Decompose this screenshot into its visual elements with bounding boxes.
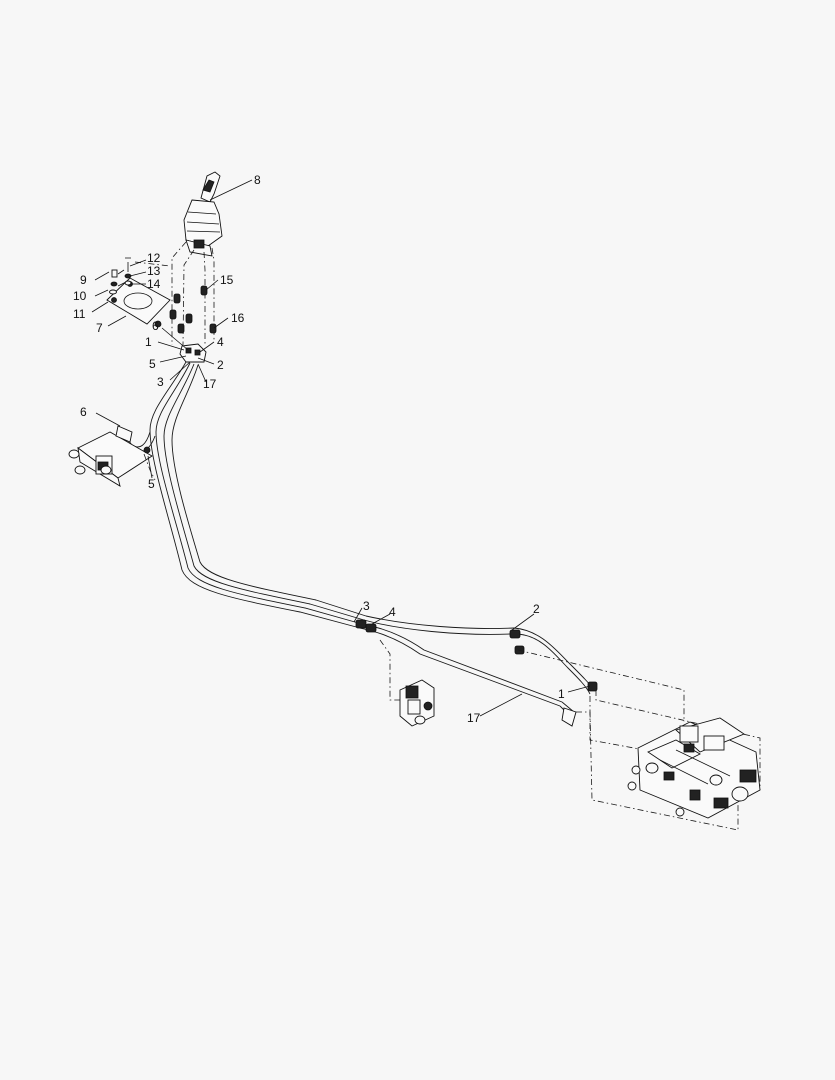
fastener-stack: [109, 257, 132, 295]
leader-lines: [91, 179, 591, 717]
callout-7: 7: [96, 321, 103, 335]
callout-10: 10: [73, 289, 87, 303]
callout-1-right: 1: [558, 687, 565, 701]
callout-13: 13: [147, 264, 161, 278]
callout-4-top: 4: [217, 335, 224, 349]
solenoid-valve-block: [379, 639, 435, 727]
callout-3-top: 3: [157, 375, 164, 389]
fittings-column: [169, 285, 217, 334]
callout-9: 9: [80, 273, 87, 287]
mid-fittings: [355, 619, 598, 727]
mounting-plate: [106, 277, 171, 328]
callout-17-bottom: 17: [467, 711, 481, 725]
callout-17-top: 17: [203, 377, 217, 391]
callout-4-mid: 4: [389, 605, 396, 619]
callout-15: 15: [220, 273, 234, 287]
callout-1-top: 1: [145, 335, 152, 349]
callout-6-top: 6: [152, 319, 159, 333]
left-control-valve: [68, 425, 156, 487]
callout-16: 16: [231, 311, 245, 325]
alignment-lines: [134, 241, 215, 346]
callout-8: 8: [254, 173, 261, 187]
main-valve-bank: [517, 649, 761, 831]
callout-2-right: 2: [533, 602, 540, 616]
callout-2-top: 2: [217, 358, 224, 372]
callout-labels: 8 12 13 14 9 10 11 7 15 16 6 1 4 5 2 3 1…: [73, 173, 565, 725]
callout-12: 12: [147, 251, 161, 265]
callout-5-top: 5: [149, 357, 156, 371]
lower-hoses: [359, 615, 595, 717]
joystick-assembly: [183, 171, 223, 257]
callout-14: 14: [147, 277, 161, 291]
callout-6-left: 6: [80, 405, 87, 419]
hose-bundle: [119, 361, 367, 629]
callout-5-left: 5: [148, 477, 155, 491]
callout-11: 11: [73, 307, 86, 321]
callout-3-mid: 3: [363, 599, 370, 613]
